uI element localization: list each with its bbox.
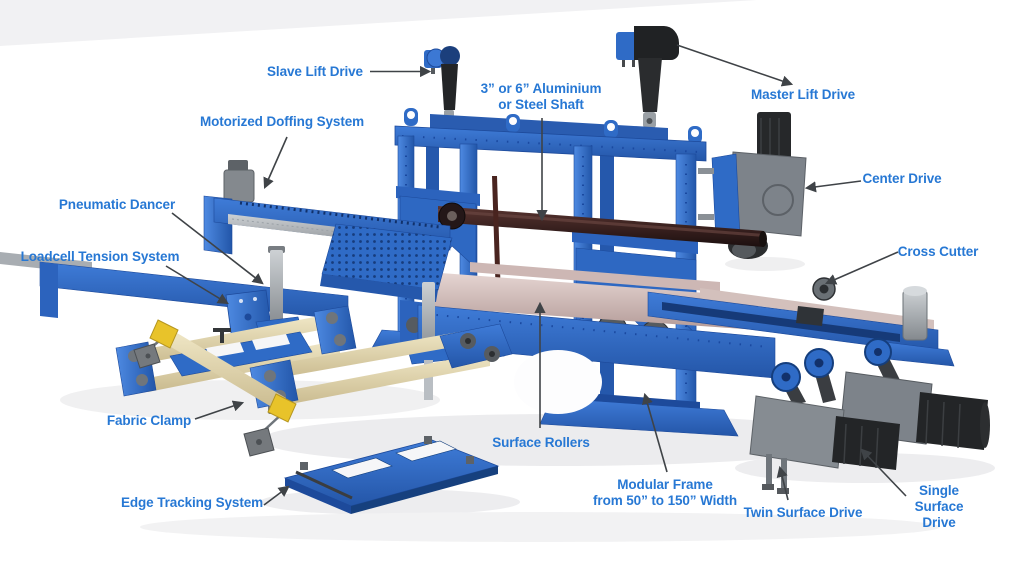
edge-tracking-part xyxy=(283,436,500,514)
label-loadcell: Loadcell Tension System xyxy=(20,249,180,264)
arrow-master-lift-drive xyxy=(676,44,794,87)
label-twin-surface-drive: Twin Surface Drive xyxy=(743,505,863,520)
twin-surface-drive-part xyxy=(749,348,900,494)
arrow-loadcell xyxy=(165,265,229,305)
label-pneumatic-dancer: Pneumatic Dancer xyxy=(58,197,176,212)
arrow-fabric-clamp xyxy=(194,400,245,420)
arrow-cross-cutter xyxy=(824,251,899,285)
arrow-edge-tracking xyxy=(263,485,290,506)
label-modular-frame: Modular Frame from 50” to 150” Width xyxy=(593,477,737,508)
label-master-lift-drive: Master Lift Drive xyxy=(750,87,856,102)
label-surface-rollers: Surface Rollers xyxy=(492,435,590,450)
center-drive-part xyxy=(698,112,807,259)
label-fabric-clamp: Fabric Clamp xyxy=(106,413,192,428)
surface-roller-assembly xyxy=(249,323,513,409)
pneumatic-dancer-table xyxy=(320,223,453,302)
label-cross-cutter: Cross Cutter xyxy=(897,244,979,259)
cross-cutter-part xyxy=(647,277,955,367)
label-shaft: 3” or 6” Aluminium or Steel Shaft xyxy=(480,81,602,112)
label-single-surface-drive: Single Surface Drive xyxy=(914,483,964,530)
label-slave-lift-drive: Slave Lift Drive xyxy=(267,64,363,79)
arrow-twin-surface-drive xyxy=(776,465,789,501)
master-lift-drive-part xyxy=(616,26,679,128)
arrow-single-surface-drive xyxy=(860,448,907,497)
machine-bed xyxy=(400,300,776,414)
arrow-pneumatic-dancer xyxy=(171,212,264,285)
label-edge-tracking: Edge Tracking System xyxy=(120,495,264,510)
fabric-clamp-part xyxy=(133,319,297,457)
label-center-drive: Center Drive xyxy=(862,171,942,186)
arrow-modular-frame xyxy=(642,392,668,473)
arrow-center-drive xyxy=(804,180,862,193)
label-motorized-doffing: Motorized Doffing System xyxy=(199,114,365,129)
arrow-motorized-doffing xyxy=(263,136,288,190)
